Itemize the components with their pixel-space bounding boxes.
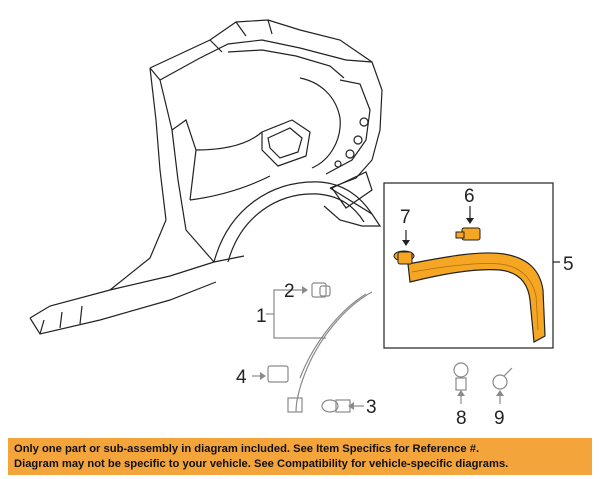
wheel-opening-moulding [407,252,546,343]
callout-4: 4 [236,367,247,388]
callout-3: 3 [366,397,377,418]
callout-8: 8 [456,408,467,429]
callout-5: 5 [563,254,574,275]
disclaimer-line-1: Only one part or sub-assembly in diagram… [14,443,480,455]
callout-9: 9 [494,408,505,429]
callout-1: 1 [256,306,267,327]
retainer-part-7 [393,230,415,265]
callout-2: 2 [284,281,295,302]
callout-7: 7 [400,207,411,228]
part-group-box [383,182,560,349]
callout-6: 6 [464,186,475,207]
disclaimer-banner: Only one part or sub-assembly in diagram… [8,438,592,475]
secondary-parts [252,282,513,413]
quarter-panel-illustration [29,19,383,335]
clip-part-6 [455,206,481,241]
disclaimer-line-2: Diagram may not be specific to your vehi… [14,458,509,470]
